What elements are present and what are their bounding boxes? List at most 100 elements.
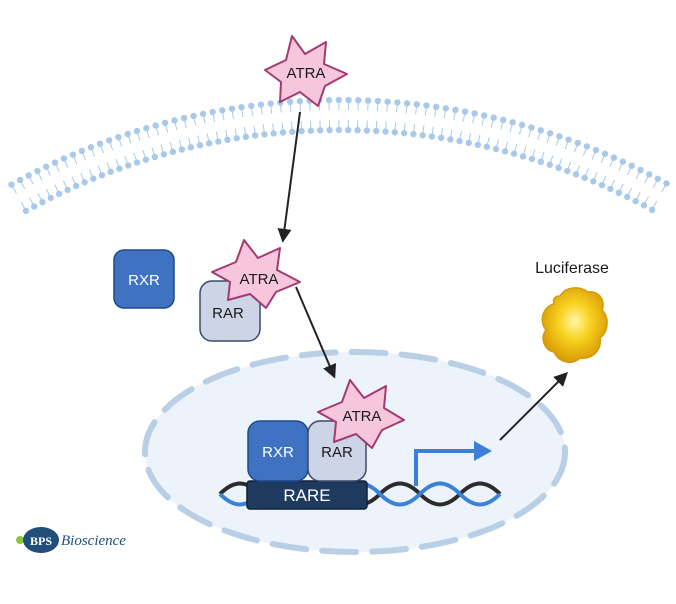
lipid-head: [69, 151, 77, 158]
atra-nucleus-shape: [317, 379, 405, 449]
lipid-head: [47, 194, 54, 202]
lipid-head: [363, 127, 371, 134]
lipid-head: [610, 154, 618, 161]
lipid-head: [205, 140, 213, 147]
lipid-head: [646, 171, 653, 178]
rare-label: RARE: [283, 486, 330, 505]
lipid-head: [22, 207, 30, 215]
lipid-head: [471, 110, 478, 117]
lipid-head: [598, 181, 606, 189]
luciferase-protein: Luciferase: [535, 260, 609, 363]
lipid-head: [581, 174, 588, 182]
lipid-head: [410, 130, 417, 138]
lipid-head: [133, 159, 141, 166]
lipid-head: [382, 128, 389, 135]
lipid-head: [178, 146, 186, 153]
lipid-head: [107, 168, 114, 176]
lipid-head: [286, 98, 294, 106]
lipid-head: [228, 105, 236, 112]
arrow-atra-to-rar: [277, 111, 301, 243]
promoter-arrow: [414, 449, 478, 486]
lipid-head: [30, 203, 38, 210]
lipid-head: [663, 180, 670, 187]
lipid-head: [151, 153, 159, 161]
lipid-head: [133, 127, 141, 135]
logo-mark: [23, 527, 59, 553]
logo-name: Bioscience: [61, 533, 126, 549]
lipid-head: [42, 163, 50, 170]
lipid-head: [106, 137, 113, 144]
lipid-head: [267, 100, 274, 107]
lipid-head: [261, 131, 268, 138]
lipid-head: [355, 97, 362, 104]
lipid-head: [364, 97, 372, 104]
lipid-head: [335, 126, 343, 134]
rare-element: RARE: [246, 480, 368, 510]
lipid-head: [640, 202, 648, 209]
lipid-head: [233, 135, 240, 142]
lipid-head: [87, 144, 95, 151]
lipid-head: [492, 145, 500, 153]
lipid-head: [116, 165, 123, 172]
lipid-head: [238, 103, 245, 111]
lipid-head: [39, 198, 46, 206]
lipid-head: [335, 96, 343, 104]
lipid-head: [615, 189, 623, 197]
lipid-head: [90, 175, 97, 182]
luciferase-label: Luciferase: [535, 260, 609, 277]
atra-cytoplasm: ATRA: [211, 239, 301, 309]
lipid-head: [400, 129, 408, 137]
lipid-head: [509, 119, 516, 126]
lipid-head: [423, 102, 430, 109]
lipid-head: [279, 129, 287, 136]
lipid-head: [572, 171, 580, 178]
lipid-head: [437, 134, 445, 142]
lipid-head: [518, 121, 526, 129]
rar-nucleus-label: RAR: [321, 444, 353, 461]
lipid-head: [474, 141, 482, 148]
lipid-head: [500, 116, 507, 124]
lipid-head: [51, 159, 59, 166]
lipid-head: [648, 206, 656, 214]
lipid-head: [564, 167, 571, 175]
lipid-head: [519, 153, 527, 160]
lipid-head: [187, 144, 195, 151]
lipid-head: [537, 158, 545, 166]
rare-box: [246, 480, 368, 510]
lipid-head: [34, 167, 41, 175]
lipid-head: [115, 133, 122, 141]
lipid-head: [248, 102, 255, 110]
rxr-nucleus-label: RXR: [262, 444, 294, 461]
lipid-head: [143, 124, 150, 132]
lipid-head: [480, 112, 488, 119]
lipid-head: [96, 140, 104, 147]
lipid-head: [142, 156, 150, 163]
lipid-head: [8, 181, 15, 188]
lipid-head: [190, 112, 197, 120]
lipid-head: [81, 179, 88, 186]
arrow-complex-to-nucleus: [295, 286, 337, 379]
lipid-head: [546, 161, 553, 168]
lipid-head: [654, 175, 662, 183]
lipid-head: [592, 146, 600, 154]
atra-nucleus: ATRA: [317, 379, 405, 449]
atra-nucleus-label: ATRA: [343, 408, 382, 425]
lipid-head: [428, 133, 436, 140]
rxr-cytoplasm-box: [113, 249, 175, 309]
lipid-head: [60, 155, 68, 162]
lipid-head: [161, 119, 169, 127]
lipid-head: [345, 126, 352, 134]
rxr-cytoplasm: RXR: [113, 249, 175, 309]
lipid-head: [601, 150, 609, 157]
lipid-head: [171, 117, 178, 124]
lipid-head: [16, 176, 24, 184]
lipid-head: [413, 101, 420, 108]
lipid-head: [78, 147, 86, 155]
lipid-head: [196, 142, 204, 149]
lipid-head: [289, 128, 296, 135]
lipid-head: [354, 127, 361, 134]
lipid-head: [209, 108, 216, 116]
lipid-head: [224, 136, 231, 144]
atra-outside-shape: [264, 35, 348, 107]
